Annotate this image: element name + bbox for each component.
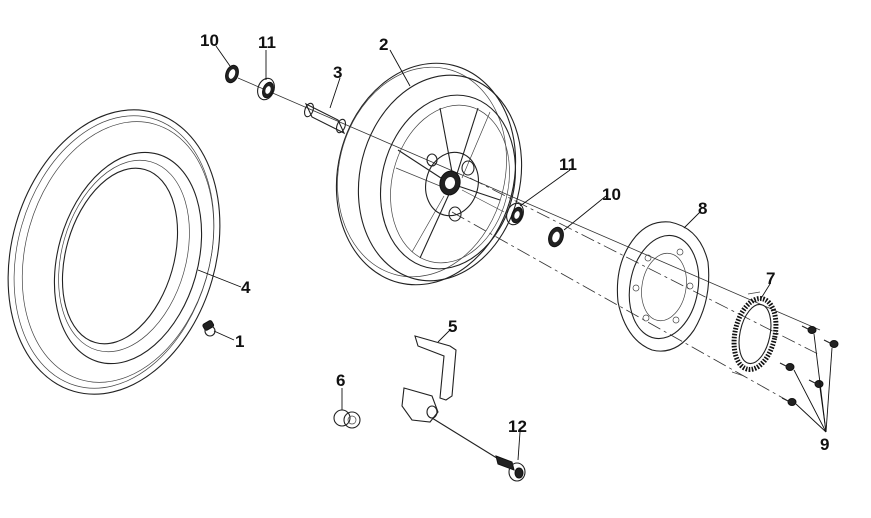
callout-6: 6 bbox=[336, 371, 345, 390]
callout-12: 12 bbox=[508, 417, 527, 436]
main-axle-axis bbox=[237, 77, 821, 331]
speed-sensor-part-5 bbox=[401, 335, 501, 461]
assembly-axes bbox=[237, 77, 821, 403]
callout-10-right: 10 bbox=[602, 185, 621, 204]
nut-part-6 bbox=[333, 409, 361, 429]
seal-part-10-left bbox=[225, 64, 239, 84]
callout-4: 4 bbox=[241, 278, 251, 297]
wheel-rim-part-2 bbox=[335, 62, 523, 286]
callout-11-left: 11 bbox=[258, 33, 276, 52]
bearing-part-11-left bbox=[257, 77, 275, 101]
callout-2: 2 bbox=[379, 35, 388, 54]
callout-8: 8 bbox=[698, 199, 707, 218]
tire-part-4 bbox=[7, 109, 221, 395]
callout-3: 3 bbox=[333, 63, 342, 82]
bolt-part-12 bbox=[495, 455, 526, 482]
bearing-part-11-right bbox=[506, 202, 524, 226]
tone-ring-part-7 bbox=[731, 291, 779, 377]
callout-1: 1 bbox=[235, 332, 244, 351]
bolts-part-9 bbox=[779, 325, 839, 406]
callout-numbers: 10 11 3 2 4 1 5 6 11 10 8 7 12 9 bbox=[200, 31, 829, 454]
valve-part-1 bbox=[202, 320, 216, 337]
seal-part-10-right bbox=[548, 226, 564, 248]
upper-bolt-axis bbox=[469, 177, 821, 356]
brake-disc-part-8 bbox=[616, 221, 710, 352]
spacer-part-3 bbox=[303, 102, 347, 135]
leader-lines bbox=[197, 45, 833, 461]
callout-7: 7 bbox=[766, 269, 775, 288]
callout-11-right: 11 bbox=[559, 155, 577, 174]
callout-9: 9 bbox=[820, 435, 829, 454]
callout-10-left: 10 bbox=[200, 31, 219, 50]
callout-5: 5 bbox=[448, 317, 457, 336]
lower-bolt-axis bbox=[451, 211, 791, 403]
